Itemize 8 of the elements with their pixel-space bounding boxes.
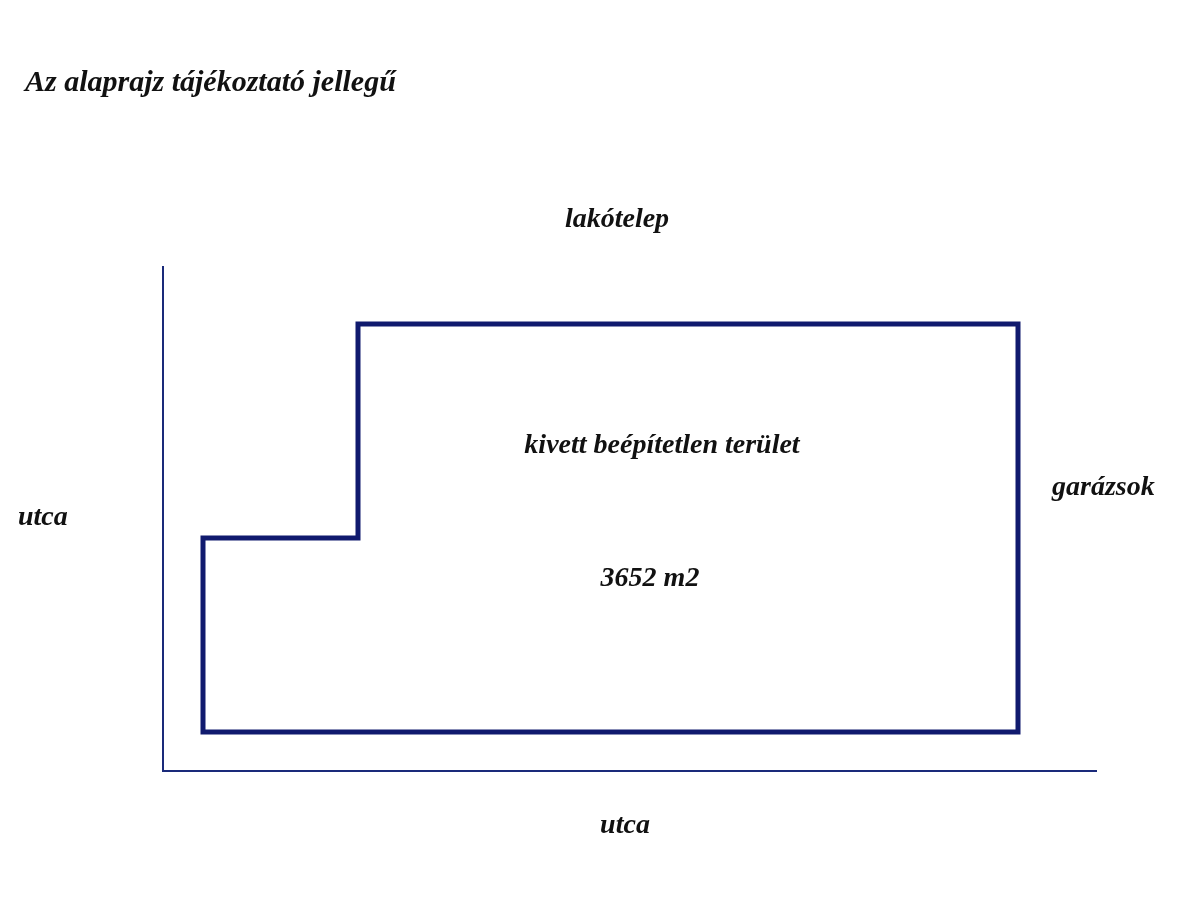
area-label: kivett beépítetlen terület [524,430,800,458]
area-value: 3652 m2 [600,563,700,591]
region-label: lakótelep [564,204,670,232]
plot-outline [199,320,1022,736]
region-label: garázsok [1052,472,1155,500]
street-label: utca [18,502,68,530]
street-label: utca [600,810,650,838]
title: Az alaprajz tájékoztató jellegű [25,66,396,96]
